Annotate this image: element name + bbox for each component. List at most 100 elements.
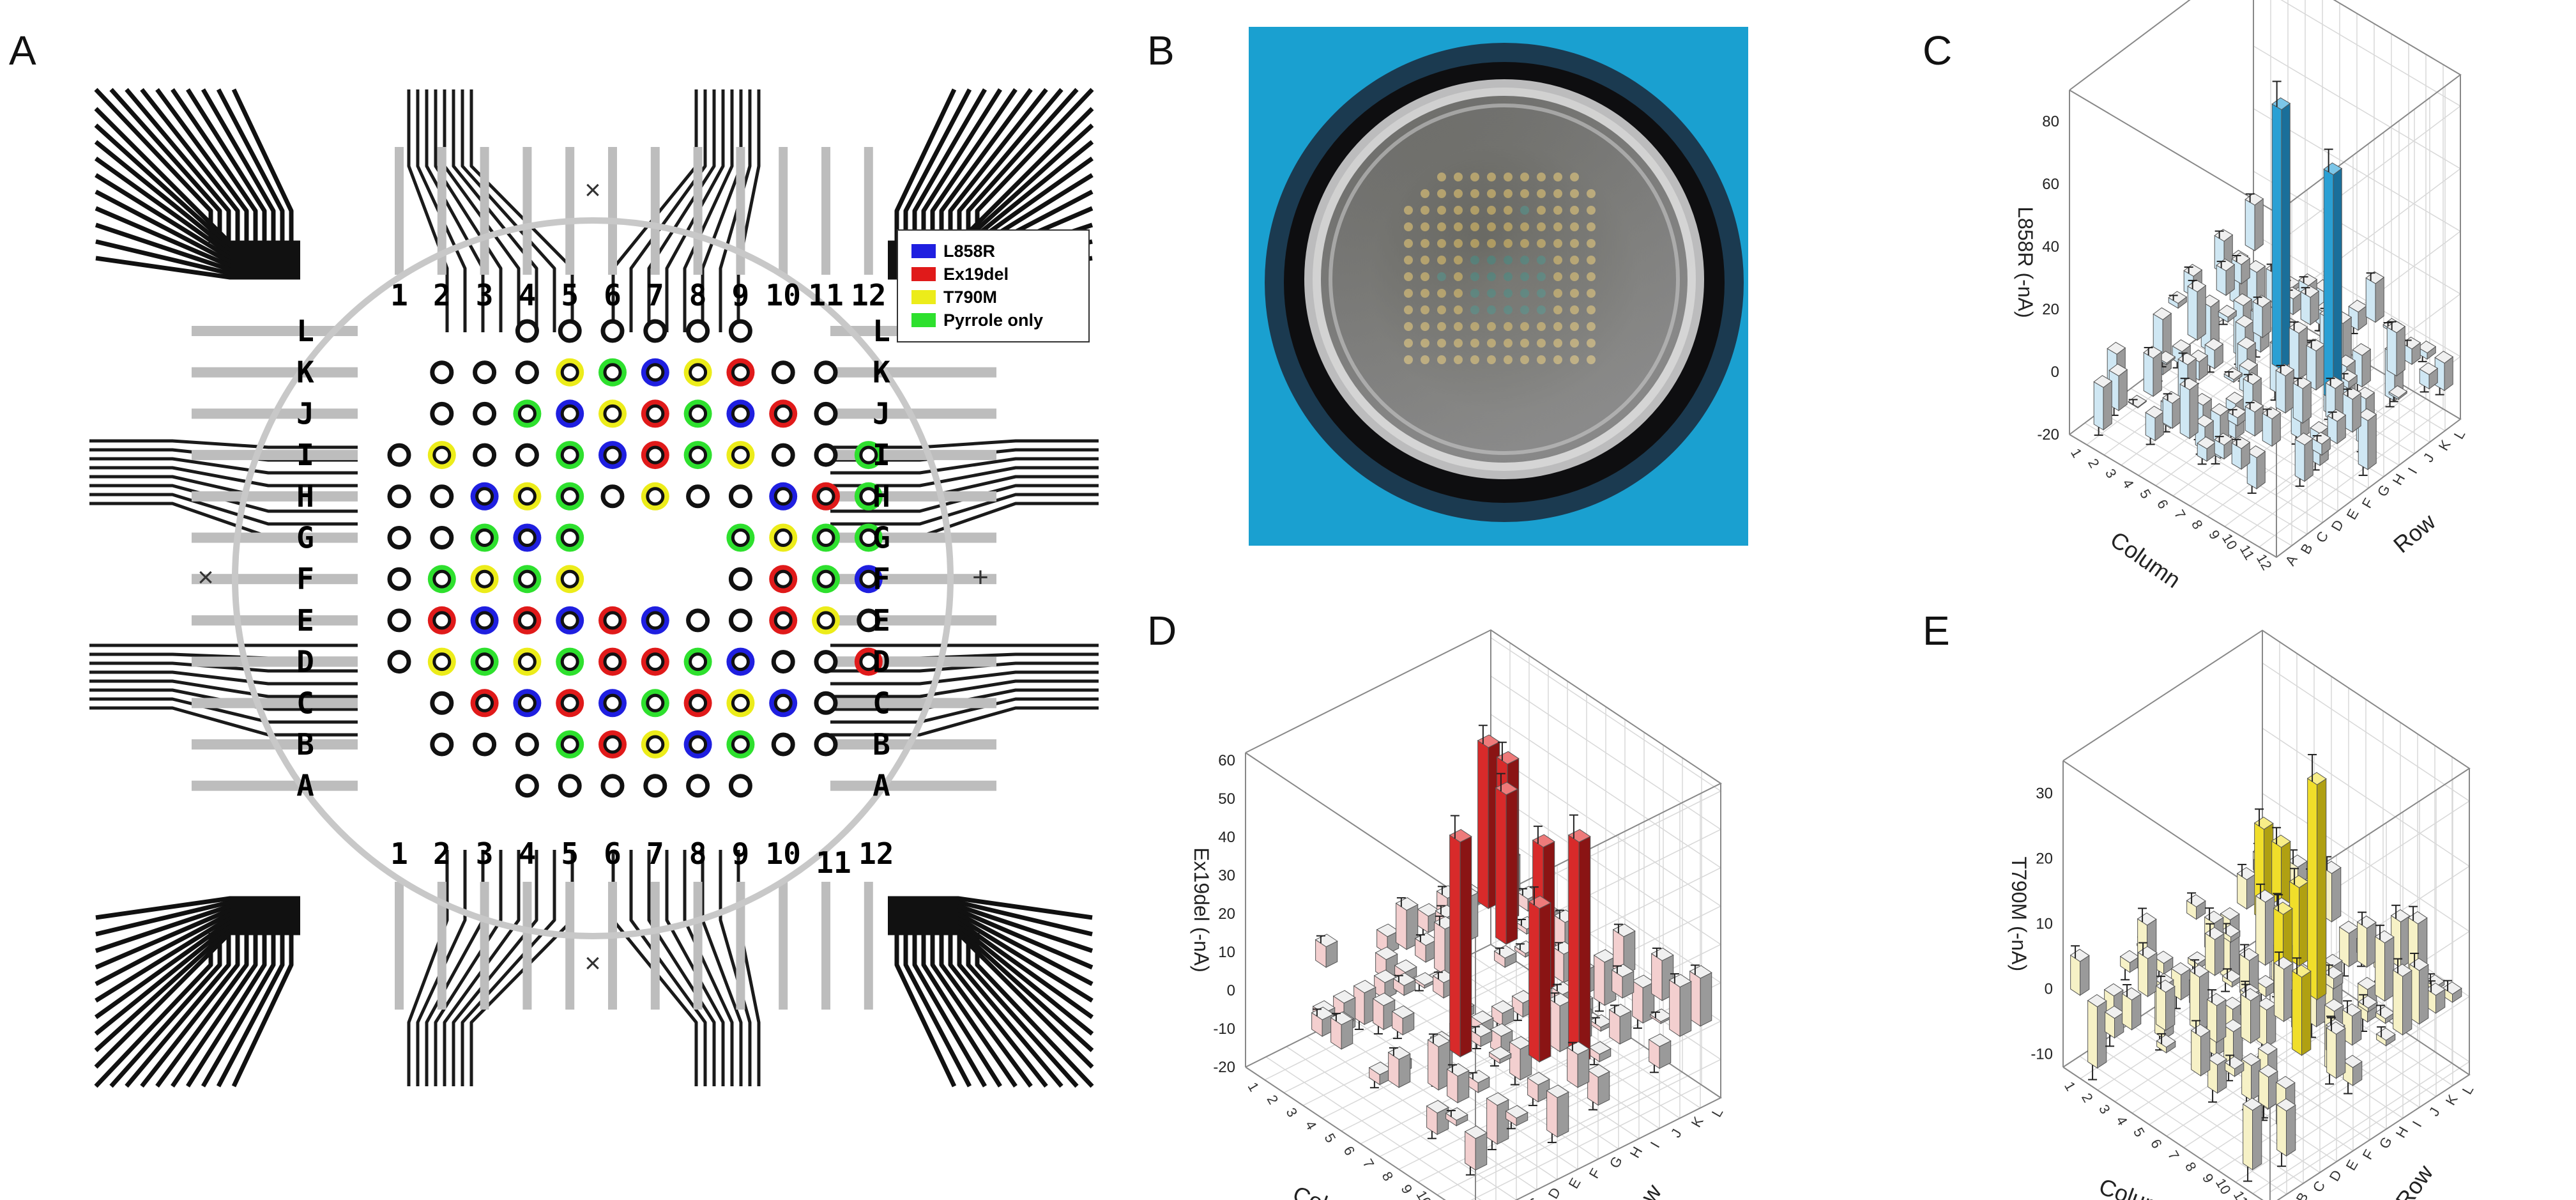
bar-top-face [1375,946,1398,960]
column-tick-label: 7 [2165,1148,2183,1162]
bar-front-face [1594,954,1605,1006]
bar-front-face [1568,834,1580,1065]
bar-front-face [2393,969,2404,1036]
electrode-center [774,528,793,547]
trace-line [216,88,285,243]
bus-bar-left [192,367,358,378]
trace-line [939,933,1033,1088]
electrode-blank [430,484,454,509]
legend-swatch-pyrrole [911,313,936,327]
electrode-center [603,363,622,382]
row-tick-label: L [2451,427,2469,442]
row-axis-title: Row [2388,508,2441,558]
bar-side-face [1505,788,1518,945]
column-tick-label: 10 [1413,1188,1435,1200]
bar-front-face [2179,383,2190,440]
column-label-bottom: 12 [858,836,894,871]
column-label-bottom: 11 [816,845,851,880]
bar-side-face [2189,383,2199,440]
electrode-center [859,487,878,506]
trace-line [89,706,358,737]
column-tick-label: 8 [2182,1159,2200,1174]
electrode-blank [643,774,667,798]
trace-line [830,670,1099,686]
trace-line [94,157,300,257]
electrode-blank [814,691,838,715]
bar-top-face [2237,337,2257,350]
bar-top-face [2239,358,2259,371]
bar-front-face [2241,994,2252,1044]
bar-front-face [1477,739,1489,909]
bar-top-face [2388,385,2408,398]
bar-top-face [2358,408,2377,421]
column-tick-label: 5 [2137,486,2154,501]
bar-top-face [1491,1000,1514,1014]
bar-side-face [2352,392,2361,433]
electrode-center [432,569,452,588]
electrode-blank [686,484,710,509]
column-label-top: 10 [766,278,801,312]
bar-side-face [2216,999,2227,1043]
row-axis-title: Row [2390,1160,2438,1200]
bar-side-face [1497,1099,1509,1145]
row-tick-label: J [2426,1105,2443,1119]
bar-top-face [1505,1105,1528,1119]
trace-line [95,915,300,1003]
trace-line [888,923,1094,1036]
row-axis-title: Row [1619,1179,1666,1200]
z-tick-label: 40 [2042,238,2059,256]
electrode-center [689,445,708,465]
row-tick-label: H [2393,1124,2412,1141]
row-label-right: F [873,562,890,596]
bar-top-face [1648,1033,1672,1047]
row-tick-label: I [2405,465,2421,477]
trace-line [89,502,358,539]
bar-front-face [1449,834,1461,1058]
electrode-center [816,487,835,506]
row-label-right: D [873,645,890,679]
row-tick-label: D [1545,1185,1564,1200]
row-tick-label: G [2376,1134,2395,1151]
electrode-blank [515,443,539,467]
bar-front-face [1428,1039,1439,1091]
z-tick-label: -10 [1213,1020,1235,1038]
electrode-blank [515,319,539,343]
trace-line [155,88,249,243]
panel-label-e: E [1923,608,1950,654]
trace-line [89,457,358,475]
z-tick-label: 30 [2036,785,2053,803]
electrode-center [517,487,537,506]
bar-side-face [2333,167,2342,401]
electrode-center [774,611,793,630]
bar-front-face [2294,438,2305,482]
trace-line [888,915,1094,1003]
electrode-blank [473,732,497,757]
bar-front-face [2365,277,2376,323]
electrode-center [517,652,537,672]
bar-top-face [1490,1023,1513,1037]
row-label-left: I [296,438,314,472]
bar-top-face [1488,1046,1512,1060]
bar-top-face [2087,994,2107,1008]
bar-front-face [1546,1089,1558,1138]
column-tick-label: 3 [2096,1102,2114,1116]
bar-top-face [1527,1072,1550,1086]
electrode-center [432,652,452,672]
electrode-center [603,652,622,672]
bar-front-face [2187,286,2198,341]
trace-line [683,89,734,332]
trace-line [461,89,556,332]
bus-bar-top [437,147,446,275]
bar-side-face [2286,1104,2296,1157]
row-tick-label: K [1688,1114,1707,1130]
trace-line [89,439,358,449]
bar-side-face [2396,325,2405,377]
bus-bar-top [522,147,532,275]
bus-bar-right [830,615,996,626]
bar-front-face [2274,962,2285,1022]
bar-top-face [2342,1054,2363,1068]
trace-line [888,900,1093,937]
bar-front-face [2271,103,2282,371]
bar-front-face [2292,970,2303,1056]
trace-line [89,466,358,488]
